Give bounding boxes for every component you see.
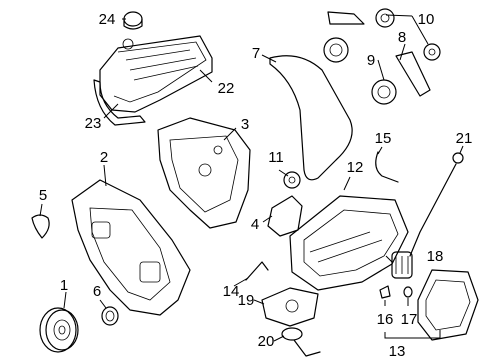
callout-12: 12 xyxy=(347,159,364,176)
crankshaft-sprocket-part xyxy=(283,171,301,189)
callout-20: 20 xyxy=(258,333,275,350)
drain-plug-part xyxy=(379,285,391,299)
oil-filler-cap-part xyxy=(123,11,143,30)
callout-2: 2 xyxy=(100,149,108,166)
timing-chain-part xyxy=(269,55,353,181)
drain-washer-part xyxy=(403,286,413,298)
valve-cover-gasket-part xyxy=(93,79,146,126)
oil-pump-part xyxy=(261,287,319,327)
drain-clip-part xyxy=(245,261,269,281)
callout-4: 4 xyxy=(251,216,259,233)
callout-9: 9 xyxy=(367,52,375,69)
callout-5: 5 xyxy=(39,187,47,204)
callout-11: 11 xyxy=(268,149,284,166)
camshaft-sprocket-part xyxy=(323,37,397,105)
callout-1: 1 xyxy=(60,277,68,294)
callout-23: 23 xyxy=(85,115,102,132)
callout-16: 16 xyxy=(377,311,394,328)
sprocket-part xyxy=(375,8,441,61)
front-timing-cover-part xyxy=(71,179,191,316)
callout-8: 8 xyxy=(398,29,406,46)
oil-filter-part xyxy=(391,251,413,279)
valve-cover-part xyxy=(99,35,213,113)
oil-dipstick-part xyxy=(409,152,464,257)
callout-18: 18 xyxy=(427,248,444,265)
seal-gasket-part xyxy=(31,214,50,239)
leader-lines xyxy=(39,14,464,342)
chain-tensioner-part xyxy=(327,11,431,97)
crankshaft-pulley-part xyxy=(39,307,79,353)
oil-strainer-part xyxy=(281,327,321,357)
callout-14: 14 xyxy=(223,283,240,300)
callout-3: 3 xyxy=(241,116,249,133)
callout-24: 24 xyxy=(99,11,116,28)
callout-22: 22 xyxy=(218,80,235,97)
callout-labels: 1 2 3 4 5 6 7 8 9 10 11 12 13 14 15 16 1… xyxy=(39,11,473,360)
callout-21: 21 xyxy=(456,130,473,147)
callout-15: 15 xyxy=(375,130,392,147)
oil-pan-upper-part xyxy=(289,195,409,291)
callout-10: 10 xyxy=(418,11,435,28)
oil-pan-lower-part xyxy=(417,269,479,341)
upper-timing-cover-part xyxy=(157,117,251,229)
callout-7: 7 xyxy=(252,45,260,62)
callout-19: 19 xyxy=(238,292,255,309)
callout-13: 13 xyxy=(389,343,406,360)
front-oil-seal-part xyxy=(101,306,119,326)
callout-6: 6 xyxy=(93,283,101,300)
callout-17: 17 xyxy=(401,311,418,328)
oil-tube-part xyxy=(375,151,399,183)
